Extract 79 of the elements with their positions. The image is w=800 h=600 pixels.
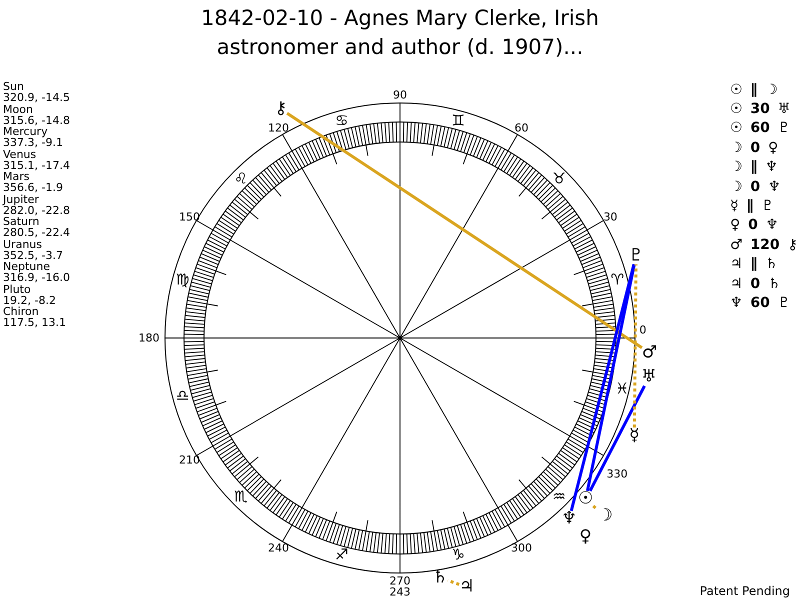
aspect-line xyxy=(588,385,646,492)
planet-symbol: ♆ xyxy=(562,510,577,528)
position-values: 352.5, -3.7 xyxy=(3,250,63,261)
aspect-entry: ♆ 60 ♇ xyxy=(730,296,790,310)
degree-label: 30 xyxy=(603,211,618,222)
planet-symbol: ♄ xyxy=(432,569,448,586)
dotted-aspect-line xyxy=(592,504,599,511)
position-values: 315.1, -17.4 xyxy=(3,160,70,171)
degree-label: 60 xyxy=(514,122,528,134)
degree-label: 270 xyxy=(390,576,410,586)
planet-name: Chiron xyxy=(3,306,39,318)
degree-label: 120 xyxy=(268,122,289,134)
planet-symbol: ☿ xyxy=(629,428,640,445)
planet-name: Moon xyxy=(3,104,33,115)
degree-label: 180 xyxy=(138,332,160,344)
planet-name: Neptune xyxy=(3,261,50,272)
zodiac-sign-symbol: ♒ xyxy=(552,490,566,505)
zodiac-sign-symbol: ♈ xyxy=(610,272,624,288)
aspect-entry: ☉ ∥ ☽ xyxy=(730,82,778,96)
planet-symbol: ♇ xyxy=(628,247,644,264)
planet-symbol: ♅ xyxy=(641,368,657,386)
planet-name: Mercury xyxy=(3,126,48,138)
aspect-entry: ☿ ∥ ♇ xyxy=(730,198,774,213)
dotted-aspect-line xyxy=(632,264,638,428)
planet-name: Venus xyxy=(3,148,36,160)
zodiac-sign-symbol: ♏ xyxy=(234,490,248,505)
aspect-line xyxy=(286,112,643,350)
zodiac-sign-symbol: ♋ xyxy=(335,113,348,128)
position-values: 315.6, -14.8 xyxy=(3,114,70,126)
position-values: 117.5, 13.1 xyxy=(3,317,66,328)
zodiac-sign-symbol: ♐ xyxy=(335,548,348,563)
zodiac-sign-symbol: ♌ xyxy=(234,171,248,186)
degree-label: 240 xyxy=(268,542,289,554)
degree-label: 150 xyxy=(179,211,200,222)
aspect-entry: ☽ ∥ ♆ xyxy=(730,160,778,174)
degree-label: 243 xyxy=(390,586,410,598)
aspect-entry: ♂ 120 ⚷ xyxy=(730,238,798,252)
zodiac-sign-symbol: ♑ xyxy=(452,548,465,563)
degree-label: 0 xyxy=(639,324,646,336)
zodiac-sign-symbol: ♉ xyxy=(552,171,566,186)
planet-symbol: ☽ xyxy=(598,508,613,525)
planet-symbol: ♂ xyxy=(642,344,658,362)
planet-name: Saturn xyxy=(3,216,40,228)
aspect-entry: ☽ 0 ♀ xyxy=(730,140,778,155)
dotted-aspect-line xyxy=(447,578,460,586)
degree-label: 330 xyxy=(606,468,628,480)
position-values: 280.5, -22.4 xyxy=(3,227,70,238)
footer-note: Patent Pending xyxy=(700,585,790,597)
position-values: 19.2, -8.2 xyxy=(3,294,56,306)
zodiac-sign-symbol: ♍ xyxy=(176,272,190,288)
zodiac-sign-symbol: ♎ xyxy=(176,388,190,404)
planet-symbol: ♃ xyxy=(459,578,474,596)
zodiac-sign-symbol: ♊ xyxy=(452,113,465,128)
planet-symbol: ⚷ xyxy=(274,100,288,118)
position-values: 356.6, -1.9 xyxy=(3,182,63,194)
position-values: 282.0, -22.8 xyxy=(3,204,70,216)
aspect-entry: ☽ 0 ♆ xyxy=(730,180,781,194)
planet-name: Mars xyxy=(3,171,30,182)
chart-title: 1842-02-10 - Agnes Mary Clerke, Irish astronomer and author (d. 1907)... xyxy=(200,5,600,61)
position-values: 316.9, -16.0 xyxy=(3,272,70,284)
planet-name: Uranus xyxy=(3,238,42,250)
planet-symbol: ♀ xyxy=(579,528,592,546)
aspect-entry: ♀ 0 ♆ xyxy=(730,218,778,232)
degree-label: 90 xyxy=(393,90,407,100)
aspect-entry: ♃ 0 ♄ xyxy=(730,276,781,290)
aspect-entry: ♃ ∥ ♄ xyxy=(730,257,778,272)
planet-symbol: ☉ xyxy=(578,490,594,508)
position-values: 337.3, -9.1 xyxy=(3,137,63,148)
aspect-entry: ☉ 60 ♇ xyxy=(730,121,790,136)
planet-name: Jupiter xyxy=(3,194,39,205)
aspect-line xyxy=(570,264,636,512)
degree-label: 300 xyxy=(511,542,532,554)
aspect-entry: ☉ 30 ♅ xyxy=(730,102,790,116)
degree-label: 210 xyxy=(179,454,200,465)
zodiac-sign-symbol: ♓ xyxy=(615,382,629,397)
position-values: 320.9, -14.5 xyxy=(3,92,70,104)
aspect-line xyxy=(586,264,636,492)
planet-name: Pluto xyxy=(3,284,31,295)
planet-name: Sun xyxy=(3,81,24,92)
